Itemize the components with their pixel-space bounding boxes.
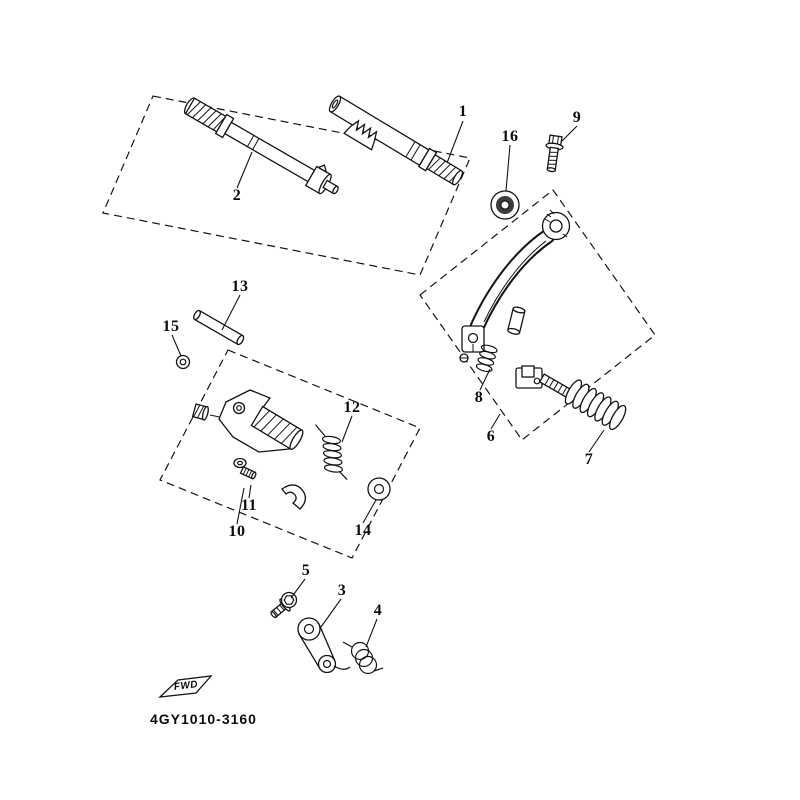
leader-7 [588, 429, 605, 453]
shift-guide-part-10 [191, 389, 307, 510]
callout-11: 11 [240, 497, 258, 514]
bolt-part-9 [545, 134, 564, 173]
callout-14: 14 [354, 522, 372, 539]
spring-part-8 [475, 344, 498, 373]
callout-7: 7 [584, 451, 594, 468]
leader-3 [320, 598, 342, 628]
leader-8 [479, 368, 491, 391]
shift-arm-part-3 [297, 617, 351, 674]
leader-11 [248, 484, 252, 499]
callout-9: 9 [572, 109, 582, 126]
spring-part-4 [342, 641, 384, 675]
oil-seal-part-16 [490, 190, 520, 220]
callout-12: 12 [343, 399, 361, 416]
pedal-group-box [419, 189, 656, 441]
leader-2 [236, 151, 253, 189]
pawl-hook [281, 484, 307, 510]
diagram-code: 4GY1010-3160 [150, 711, 257, 727]
shift-pedal-part-6 [459, 209, 571, 363]
shaft-group-box [102, 95, 471, 276]
pivot-pin [507, 306, 526, 335]
callout-8: 8 [474, 389, 484, 406]
callout-10: 10 [228, 523, 246, 540]
leader-9 [561, 125, 578, 142]
leader-1 [446, 120, 464, 164]
callout-3: 3 [337, 582, 347, 599]
leader-14 [362, 499, 377, 524]
callout-1: 1 [458, 103, 468, 120]
guide-group-box [159, 349, 421, 559]
washer-part-14 [367, 477, 391, 501]
leader-5 [290, 578, 306, 599]
callout-2: 2 [232, 187, 242, 204]
e-ring-part-15 [175, 354, 191, 370]
gear-segment [343, 119, 378, 151]
callout-15: 15 [162, 318, 180, 335]
callout-5: 5 [301, 562, 311, 579]
pin-part-11 [239, 465, 257, 480]
leader-10 [236, 487, 245, 525]
spring-part-12 [314, 424, 348, 480]
leader-12 [341, 415, 353, 443]
fwd-arrow [158, 675, 213, 698]
leader-lines [171, 120, 605, 648]
pin-rod-part-13 [193, 309, 245, 346]
leader-13 [221, 294, 241, 331]
leader-4 [365, 618, 378, 648]
drive-axle-part-2 [183, 97, 339, 195]
callout-16: 16 [501, 128, 519, 145]
callout-6: 6 [486, 428, 496, 445]
footpeg-clevis [515, 365, 573, 399]
leader-16 [505, 144, 511, 192]
leader-6 [490, 413, 501, 430]
callout-13: 13 [231, 278, 249, 295]
shift-shaft-part-1 [328, 95, 464, 186]
footpeg-rubber-part-7 [564, 379, 627, 431]
callout-4: 4 [373, 602, 383, 619]
leader-15 [171, 334, 182, 357]
